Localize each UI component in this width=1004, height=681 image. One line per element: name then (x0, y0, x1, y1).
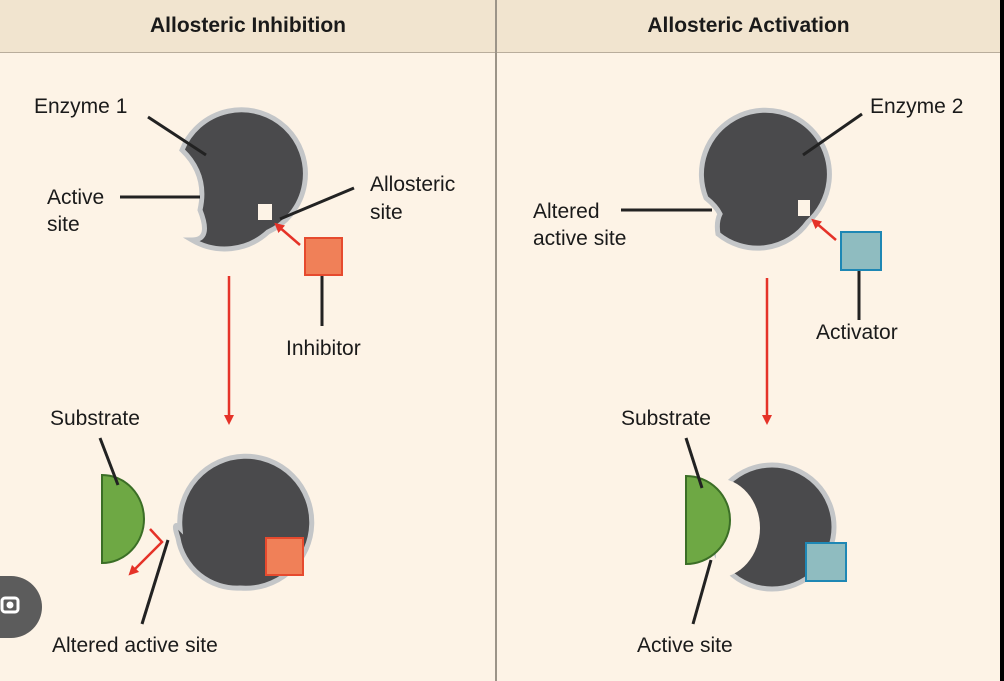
leader-enzyme-1 (147, 115, 207, 157)
label-enzyme-1: Enzyme 1 (34, 95, 127, 118)
label-altered-active-site-left: Altered active site (52, 634, 218, 657)
label-allosteric-site-line2: site (370, 201, 403, 224)
panel-title-activation: Allosteric Activation (497, 0, 1000, 53)
activator-site-notch (798, 200, 810, 216)
panel-divider (495, 0, 497, 681)
label-altered-active-site-line2: active site (533, 227, 626, 250)
substrate-left-shape (101, 473, 145, 565)
inhibitor-bound-square (265, 537, 304, 576)
substrate-rejection-arrow (128, 528, 164, 576)
inhibitor-square (304, 237, 343, 276)
allosteric-site-notch (258, 204, 272, 220)
enzyme-2-shape (698, 107, 832, 251)
leader-enzyme-2 (802, 112, 863, 157)
leader-substrate-right (684, 437, 704, 489)
label-substrate-left: Substrate (50, 407, 140, 430)
label-allosteric-site-line1: Allosteric (370, 173, 455, 196)
camera-lens-icon (0, 596, 20, 614)
lens-search-button[interactable] (0, 576, 42, 638)
label-activator: Activator (816, 321, 898, 344)
panel-title-inhibition: Allosteric Inhibition (0, 0, 496, 53)
label-active-site-line2: site (47, 213, 80, 236)
label-enzyme-2: Enzyme 2 (870, 95, 963, 118)
label-inhibitor: Inhibitor (286, 337, 361, 360)
substrate-right-shape (685, 474, 731, 566)
leader-allosteric-site (279, 186, 355, 221)
enzyme-1-shape (179, 107, 308, 252)
label-active-site-line1: Active (47, 186, 104, 209)
leader-altered-active-site-left (140, 539, 170, 625)
leader-substrate-left (98, 437, 120, 486)
activator-square (840, 231, 882, 271)
activator-binding-arrow (811, 218, 837, 241)
activator-bound-square (805, 542, 847, 582)
inhibitor-binding-arrow (274, 222, 301, 246)
leader-active-site-right (691, 559, 713, 625)
label-active-site-right: Active site (637, 634, 733, 657)
label-substrate-right: Substrate (621, 407, 711, 430)
label-altered-active-site-line1: Altered (533, 200, 600, 223)
